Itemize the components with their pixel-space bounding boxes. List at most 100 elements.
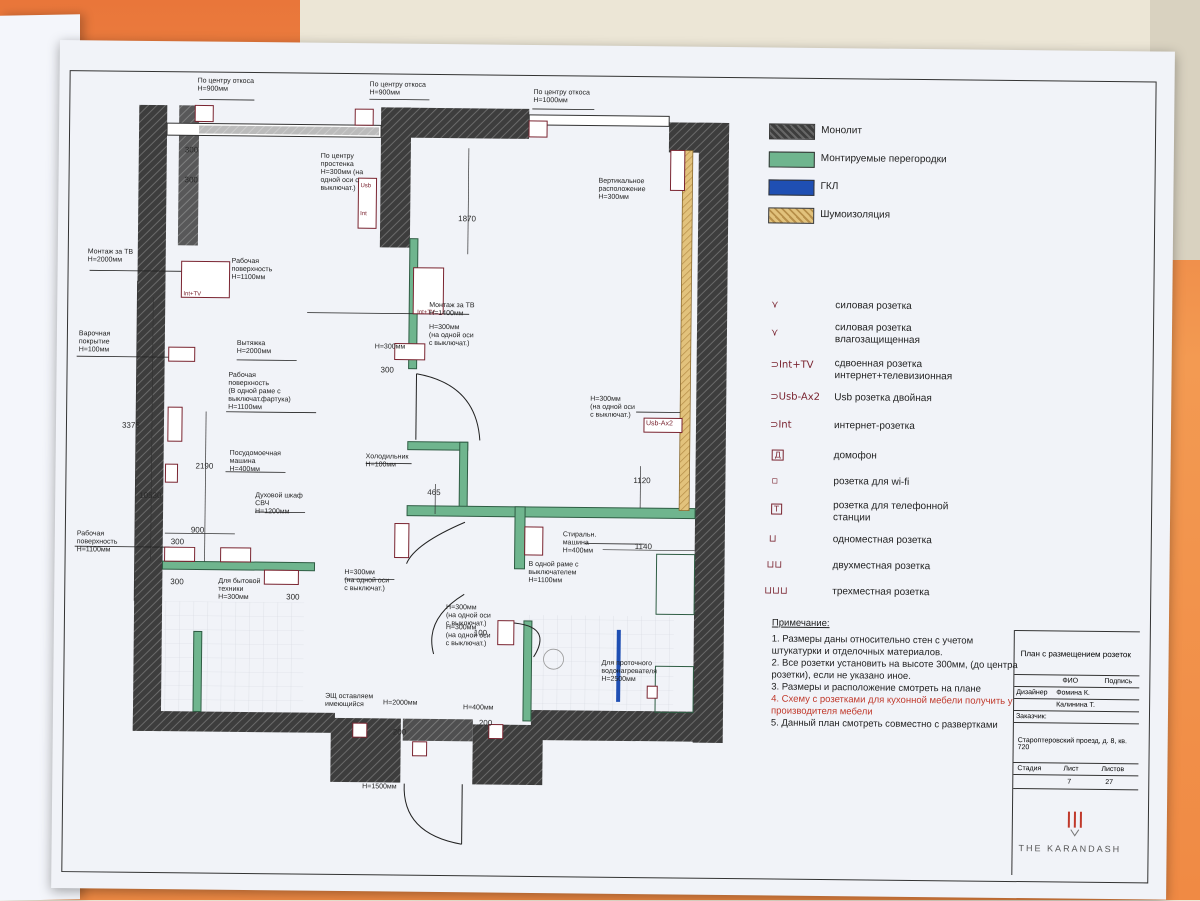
double-socket-icon: ⊔⊔ [766, 559, 782, 570]
annotation-tv-mount-2: Монтаж за ТВ Н=1400мм [429, 302, 474, 318]
pencil-logo-icon [1065, 810, 1085, 838]
sheet-label: Лист [1063, 766, 1078, 773]
annotation-hood: Вытяжка Н=2000мм [237, 340, 272, 356]
legend-swatch-insulation [768, 207, 814, 223]
symbol-label: силовая розетка [835, 300, 912, 313]
dim-label: 300 [170, 577, 183, 586]
notes-block: Примечание: 1. Размеры даны относительно… [771, 617, 1022, 732]
symbol-label: домофон [834, 450, 877, 462]
annotation-height-300: Н=300мм [375, 343, 406, 351]
note-item: 1. Размеры даны относительно стен с учет… [772, 633, 1022, 660]
legend-label-gkl: ГКЛ [820, 181, 838, 192]
dim-label: 200 [479, 718, 492, 727]
internet-socket-icon: ⊃Int [770, 419, 792, 430]
role-client: Заказчик: [1016, 713, 1047, 720]
phone-socket-icon: Т [771, 503, 782, 514]
intercom-icon: Д [772, 449, 784, 460]
triple-socket-icon: ⊔⊔⊔ [764, 585, 788, 596]
bathroom-tile-zone [163, 601, 304, 712]
dim-label: 2190 [195, 461, 213, 470]
annotation-switch-axis-1: Н=300мм (на одной оси с выключат.) [429, 324, 474, 348]
dim-label: 465 [427, 488, 440, 497]
annotation-wall-center: По центру простенка Н=300мм (на одной ос… [320, 153, 363, 193]
dim-label: 1120 [633, 476, 650, 485]
annotation-work-surface-3: Рабочая поверхность Н=1100мм [77, 530, 118, 554]
note-item-highlight: 4. Схему с розетками для кухонной мебели… [771, 693, 1021, 720]
dim-label: 900 [191, 525, 204, 534]
legend-swatch-monolith [769, 123, 815, 139]
power-socket-icon: ⋎ [771, 299, 778, 310]
annotation-work-surface-1: Рабочая поверхность Н=1100мм [231, 258, 272, 282]
sheets-label: Листов [1101, 766, 1124, 773]
symbol-label: Usb розетка двойная [834, 392, 932, 405]
annotation-electrical-panel: ЭЩ оставляем имеющийся [325, 693, 373, 710]
symbol-label: двухместная розетка [832, 560, 930, 573]
title-block: План с размещением розеток ФИО Подпись Д… [1011, 630, 1140, 876]
dim-label: 3375 [122, 421, 140, 430]
drawing-sheet: По центру откоса Н=900мм По центру откос… [51, 40, 1175, 900]
drawing-title: План с размещением розеток [1015, 631, 1140, 659]
annotation-height-400: Н=400мм [463, 704, 494, 712]
annotation-window-center-2: По центру откоса Н=900мм [369, 81, 426, 98]
designer-name: Фомина К. [1056, 689, 1090, 696]
legend-label-insulation: Шумоизоляция [820, 209, 890, 221]
annotation-switch-axis-4: Н=300мм (на одной оси с выключат.) [590, 396, 635, 420]
annotation-height-2000: Н=2000мм [383, 699, 417, 707]
annotation-switch-axis-2: Н=300мм (на одной оси с выключат.) [344, 569, 389, 593]
sound-insulation-wall [679, 151, 693, 511]
annotation-work-surface-2: Рабочая поверхность (В одной раме с выкл… [228, 372, 291, 413]
wifi-socket-icon: ▫ [771, 475, 778, 486]
role-designer: Дизайнер [1016, 689, 1047, 696]
annotation-switch-frame: В одной раме с выключателем Н=1100мм [528, 561, 578, 586]
col-name-label: ФИО [1062, 678, 1078, 685]
usb-label: Usb [360, 183, 371, 189]
legend-label-partitions: Монтируемые перегородки [821, 153, 947, 165]
dim-label: 1870 [458, 214, 476, 223]
symbol-label: трехместная розетка [832, 586, 929, 599]
annotation-hob: Варочная покрытие Н=100мм [79, 330, 111, 354]
annotation-appliances: Для бытовой техники Н=300мм [218, 578, 260, 602]
legend-label-monolith: Монолит [821, 125, 862, 136]
col-sign-label: Подпись [1104, 678, 1132, 685]
dim-label: 300 [381, 365, 394, 374]
single-socket-icon: ⊔ [769, 533, 777, 544]
dim-label: 100 [474, 628, 487, 637]
symbol-label: силовая розетка влагозащищенная [835, 322, 955, 347]
waterproof-socket-icon: ⋎ [771, 327, 778, 338]
legend-swatch-partitions [769, 151, 815, 167]
usb-ax2-label: Usb-Ax2 [646, 420, 673, 427]
int-tv-label: Int+TV [417, 310, 435, 316]
note-item: 2. Все розетки установить на высоте 300м… [771, 657, 1021, 684]
dim-label: 300 [171, 537, 184, 546]
dim-label: 300 [184, 175, 197, 184]
second-name: Калинина Т. [1056, 701, 1095, 708]
annotation-dishwasher: Посудомоечная машина Н=400мм [229, 450, 280, 475]
annotation-fridge: Холодильник Н=100мм [366, 453, 409, 469]
dim-label: 200 [393, 728, 406, 737]
dim-label: 300 [286, 592, 299, 601]
dim-label: 10530 [139, 491, 161, 500]
title-block-address-row: Староптеровский проезд, д. 8, кв. 720 [1013, 722, 1138, 764]
annotation-washer: Стиральн. машина Н=400мм [563, 531, 597, 555]
usb-socket-icon: ⊃Usb-Ax2 [770, 391, 820, 403]
annotation-window-center-1: По центру откоса Н=900мм [197, 77, 254, 94]
int-label: Int [360, 211, 367, 217]
int-tv-socket-icon: ⊃Int+TV [771, 359, 814, 370]
title-block-title-row: План с размещением розеток [1014, 630, 1139, 676]
title-block-logo-row: THE KARANDASH [1012, 788, 1138, 876]
symbol-label: розетка для телефонной станции [833, 500, 963, 525]
legend-swatch-gkl [768, 179, 814, 195]
dim-label: 1140 [635, 542, 652, 551]
annotation-height-1500: Н=1500мм [362, 783, 396, 791]
annotation-window-center-3: По центру откоса Н=1000мм [533, 89, 590, 106]
notes-heading: Примечание: [772, 617, 1022, 632]
dim-label: 300 [185, 145, 198, 154]
annotation-tv-mount: Монтаж за ТВ Н=2000мм [88, 248, 133, 264]
symbol-label: розетка для wi-fi [833, 476, 909, 489]
stage-label: Стадия [1017, 765, 1041, 772]
floor-plan [51, 40, 1175, 900]
symbol-label: сдвоенная розетка интернет+телевизионная [834, 358, 974, 383]
sheets-value: 27 [1105, 779, 1113, 786]
brand-logo-text: THE KARANDASH [1019, 843, 1122, 854]
annotation-water-heater: Для проточного водонагревателя Н=2500мм [601, 660, 657, 685]
